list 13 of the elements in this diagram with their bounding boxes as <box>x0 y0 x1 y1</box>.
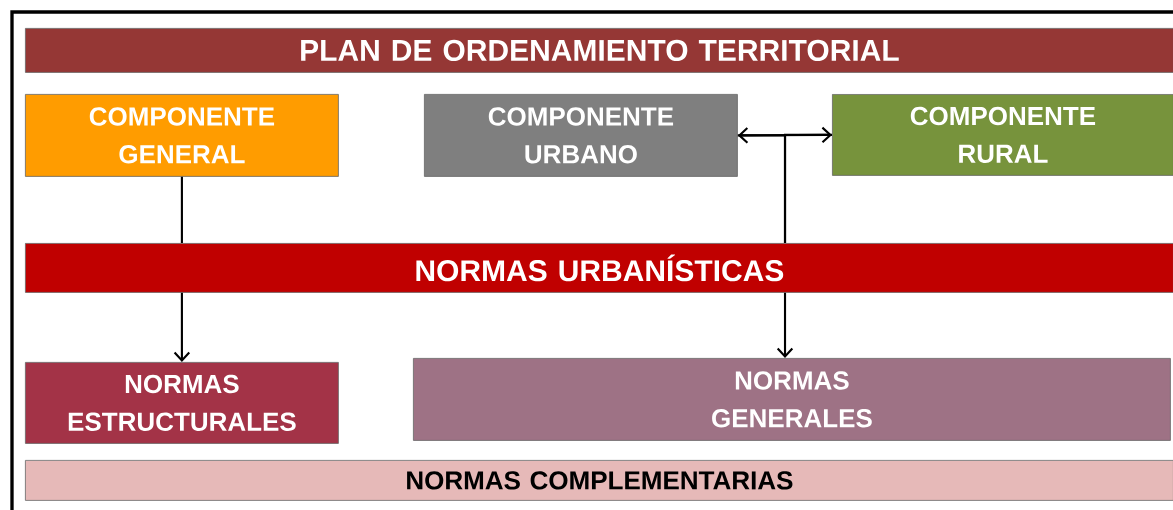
label-box: NORMAS ESTRUCTURALES <box>25 362 339 444</box>
connector <box>783 133 832 243</box>
label-box: PLAN DE ORDENAMIENTO TERRITORIAL <box>25 28 1173 73</box>
connector <box>776 292 794 358</box>
connector <box>173 292 191 362</box>
label-box: NORMAS URBANÍSTICAS <box>25 243 1173 293</box>
label-box: NORMAS COMPLEMENTARIAS <box>25 460 1173 501</box>
label-box: COMPONENTE URBANO <box>424 94 738 177</box>
label-box: COMPONENTE GENERAL <box>25 94 339 177</box>
connector <box>180 176 183 243</box>
label-box: NORMAS GENERALES <box>413 358 1171 441</box>
label-box: COMPONENTE RURAL <box>832 94 1173 176</box>
connector <box>737 126 832 144</box>
